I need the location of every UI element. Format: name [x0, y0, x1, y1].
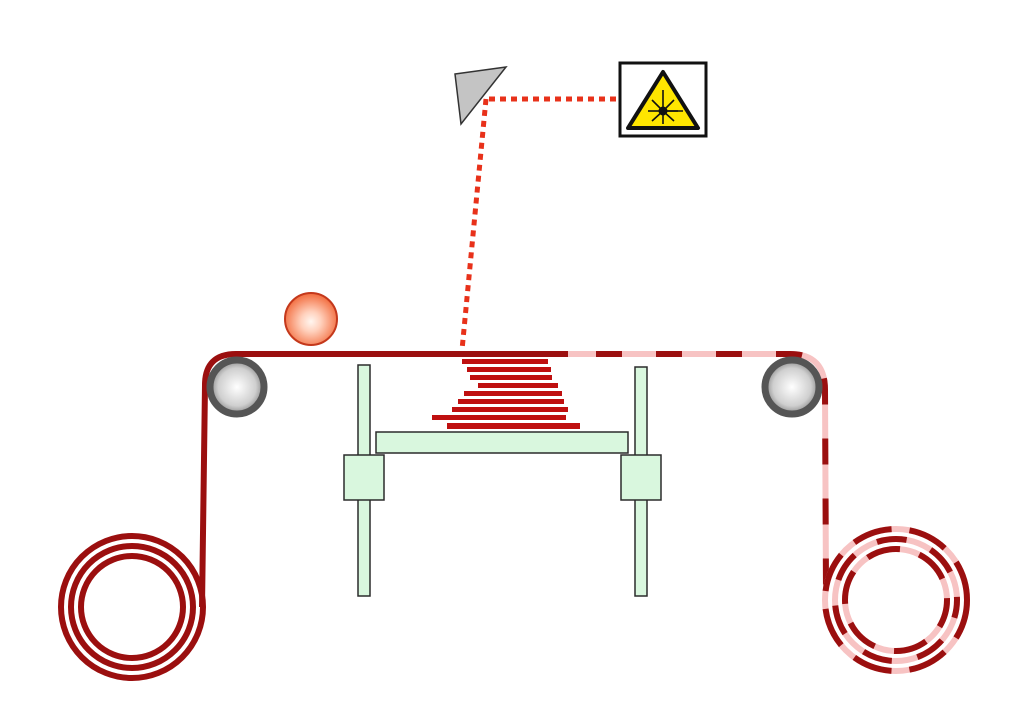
roller-icon [206, 356, 268, 418]
build-layer [458, 399, 564, 404]
laser-beam [459, 96, 616, 351]
build-layer [467, 367, 551, 372]
build-layer [478, 383, 558, 388]
supply-reel [58, 533, 206, 681]
build-layer [462, 359, 548, 364]
build-layer [447, 423, 580, 429]
build-layers [432, 359, 580, 429]
build-layer [452, 407, 568, 412]
mirror-icon [454, 66, 508, 126]
build-layer [464, 391, 562, 396]
roller-icon [761, 356, 823, 418]
stage-right-slider [620, 454, 662, 501]
build-stage [343, 364, 662, 597]
build-layer [470, 375, 552, 380]
laser-warning-icon [618, 61, 708, 138]
left-roller [206, 356, 268, 418]
build-layer [432, 415, 566, 420]
film-waste [568, 351, 829, 591]
sphere-icon [284, 292, 338, 346]
stage-crossbar [375, 431, 629, 454]
stage-left-slider [343, 454, 385, 501]
right-roller [761, 356, 823, 418]
take-up-reel [822, 526, 970, 674]
film-feed [199, 351, 568, 608]
